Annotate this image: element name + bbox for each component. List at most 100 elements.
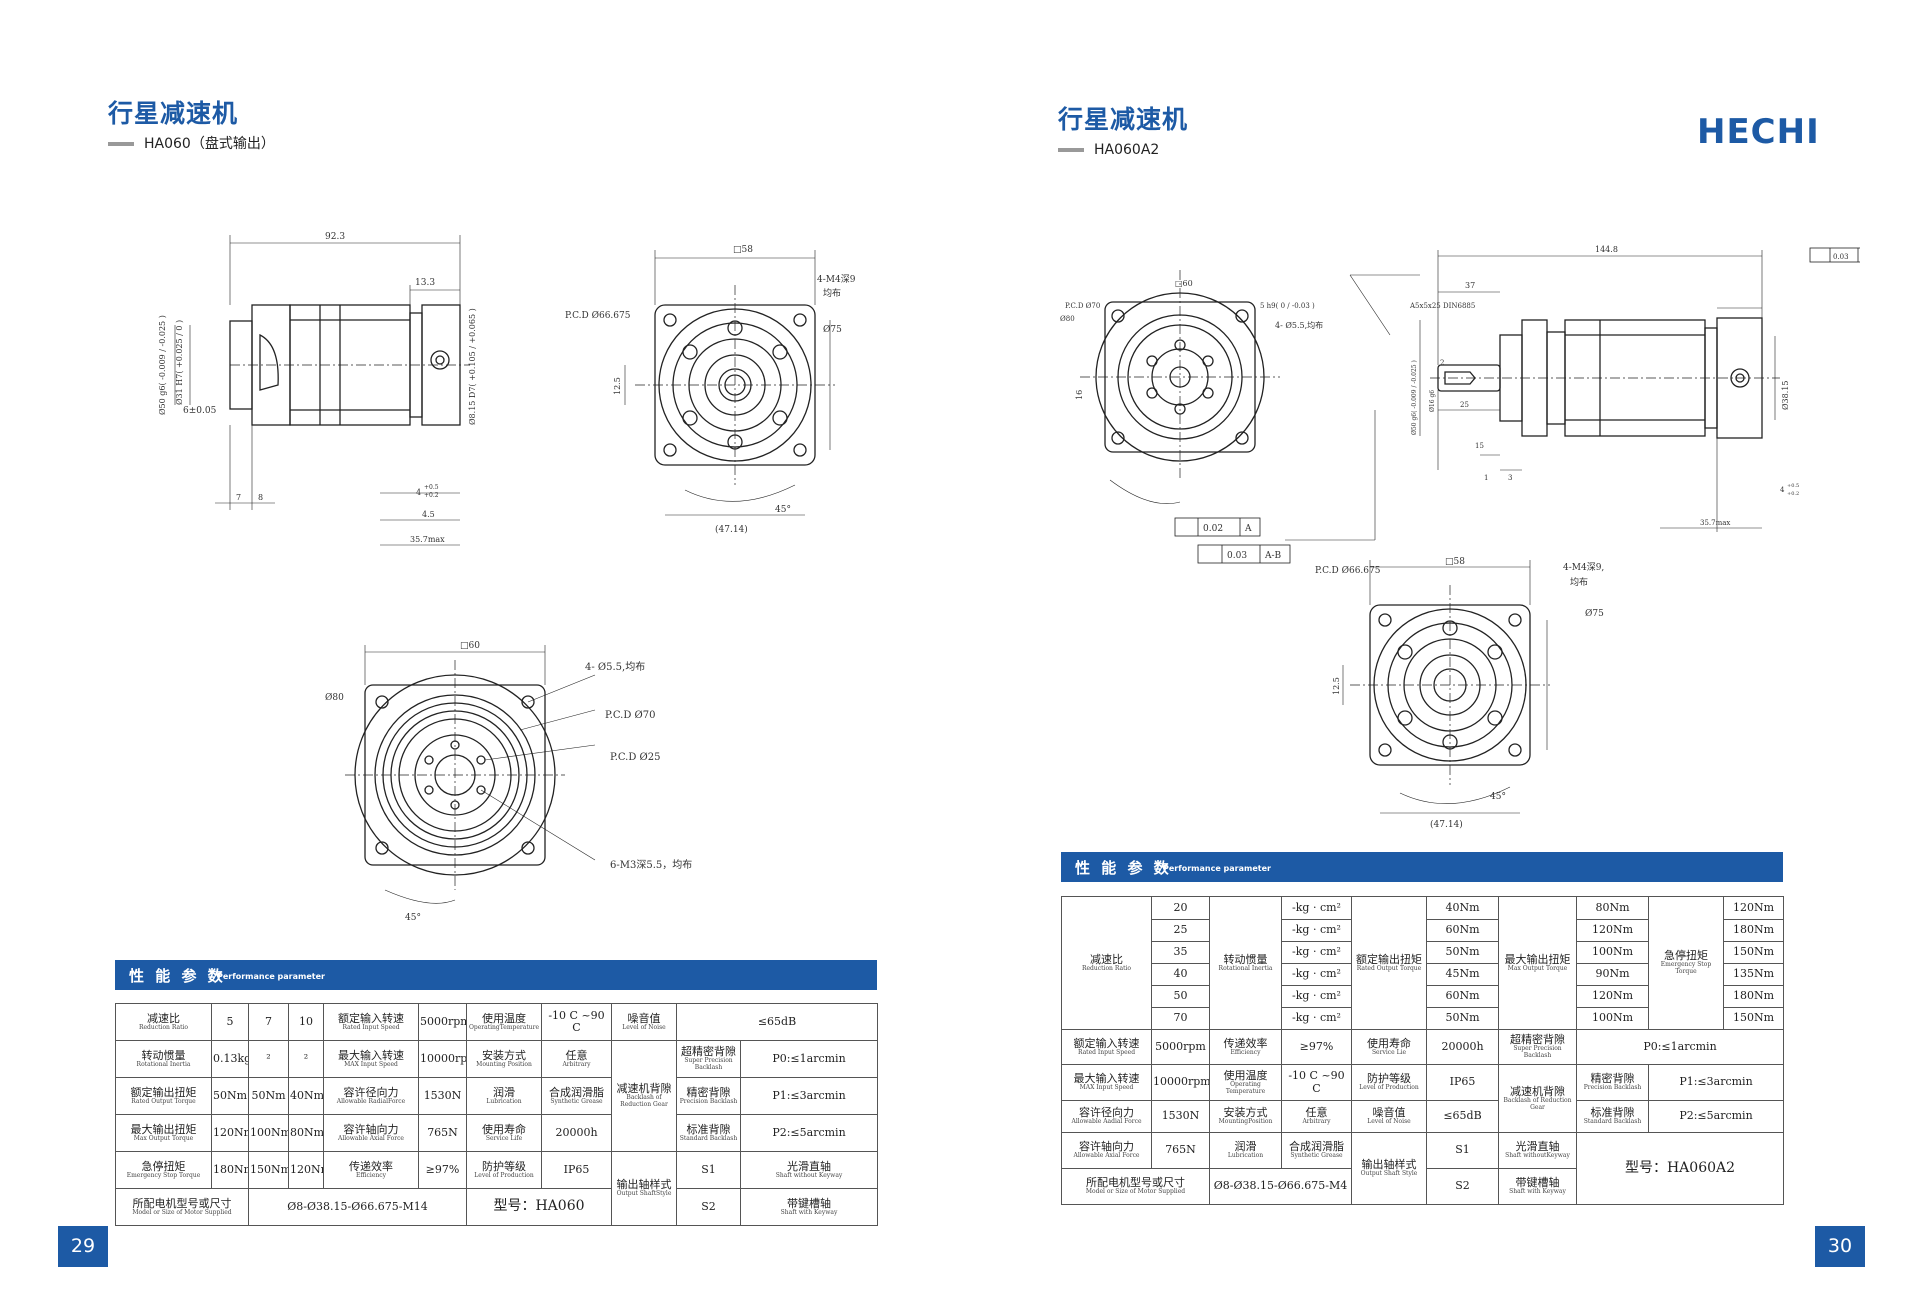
cell-inertia-3: ² (288, 1040, 324, 1078)
right-page-number: 30 (1815, 1226, 1865, 1267)
dim-5h9: 5 h9( 0 / -0.03 ) (1260, 302, 1315, 310)
dim-3: 3 (1508, 474, 1512, 482)
left-subtitle-text: HA060（盘式输出） (144, 136, 275, 152)
dim-pcd66: P.C.D Ø66.675 (565, 310, 631, 321)
tol-datum-ab: A-B (1264, 551, 1282, 561)
cell-axial-val: 765N (418, 1114, 467, 1152)
cell-stop-2: 150Nm (248, 1151, 289, 1189)
cell-stop-1: 180Nm (211, 1151, 249, 1189)
dim-d80: Ø80 (325, 692, 344, 703)
dim-d8-15: Ø8.15 D7( +0.105 / +0.065 ) (468, 308, 477, 425)
cell-max: 100Nm (1576, 1007, 1649, 1030)
perf-title-en: Performance parameter (217, 972, 325, 981)
dim-m4-evenly: 均布 (823, 287, 841, 299)
dim-47-14: (47.14) (715, 524, 748, 535)
dim-4-5: 4.5 (422, 510, 435, 519)
dim-12-5: 12.5 (613, 377, 622, 395)
dim-4: 4 (1780, 486, 1785, 494)
dim-47-14: (47.14) (1430, 819, 1463, 830)
dim-16: 16 (1075, 390, 1084, 400)
tol-datum-a: A (1244, 524, 1252, 534)
right-page-title: 行星减速机 (1058, 105, 1189, 134)
cell-inertia: -kg · cm² (1281, 919, 1352, 942)
cell-max-1: 120Nm (211, 1114, 249, 1152)
cell-prot-val: IP65 (1426, 1064, 1499, 1101)
right-front-view-drawing: □58 4-M4深9, 均布 P.C.D Ø66.675 Ø75 12.5 (4… (1315, 557, 1604, 830)
cell-inertia-2: ² (248, 1040, 289, 1078)
dim-35-7max: 35.7max (410, 535, 445, 544)
cell-noise-val: ≤65dB (676, 1003, 878, 1041)
cell-ratio: 25 (1151, 919, 1210, 942)
dim-sq58: □58 (1445, 557, 1465, 567)
cell-model: 型号：HA060 (466, 1188, 612, 1226)
cell-p0-val: P0:≤1arcmin (1576, 1029, 1784, 1065)
cell-s2: S2 (1426, 1168, 1499, 1205)
cell-inertia-1: 0.13kgcm² (211, 1040, 249, 1078)
dim-d38-15: Ø38.15 (1781, 381, 1790, 410)
dim-tol-down: +0.2 (424, 492, 439, 499)
cell-life-val: 20000h (541, 1114, 612, 1152)
left-performance-header: 性 能 参 数 Performance parameter (115, 960, 877, 990)
cell-axial-val: 765N (1151, 1132, 1210, 1169)
dim-sq60: □60 (460, 641, 480, 651)
dim-6: 6±0.05 (183, 406, 217, 416)
left-page-subtitle: HA060（盘式输出） (108, 133, 275, 153)
dim-6-m3: 6-M3深5.5，均布 (610, 859, 692, 871)
cell-stop: 180Nm (1723, 985, 1784, 1008)
cell-torque-2: 50Nm (248, 1077, 289, 1115)
cell-torque: 60Nm (1426, 919, 1499, 942)
cell-p1-val: P1:≤3arcmin (1648, 1064, 1784, 1101)
dim-7: 7 (236, 493, 241, 502)
dim-sq60: □60 (1175, 279, 1193, 288)
right-page: 行星减速机 HA060A2 HECHI (960, 0, 1920, 1311)
dim-45deg: 45° (775, 505, 791, 515)
cell-inertia: -kg · cm² (1281, 896, 1352, 920)
cell-ratio: 35 (1151, 941, 1210, 964)
cell-torque: 60Nm (1426, 985, 1499, 1008)
cell-s1: S1 (676, 1151, 741, 1189)
left-page: 行星减速机 HA060（盘式输出） (58, 99, 878, 1267)
tol-top-0-03: 0.03 (1833, 253, 1849, 261)
dim-pcd70: P.C.D Ø70 (1065, 302, 1100, 310)
tol-0-03: 0.03 (1227, 551, 1247, 561)
dim-35-7max: 35.7max (1700, 519, 1730, 527)
cell-inertia: -kg · cm² (1281, 985, 1352, 1008)
dim-d16: Ø16 g6 (1429, 390, 1436, 412)
tol-0-02: 0.02 (1203, 524, 1223, 534)
dim-m4: 4-M4深9 (817, 274, 856, 285)
dim-pcd66: P.C.D Ø66.675 (1315, 565, 1381, 576)
dim-8: 8 (258, 493, 263, 502)
dim-pcd25: P.C.D Ø25 (610, 752, 660, 763)
cell-ratio-5: 5 (211, 1003, 249, 1041)
right-subtitle-text: HA060A2 (1094, 142, 1160, 158)
dim-45deg: 45° (1490, 792, 1506, 802)
cell-torque: 40Nm (1426, 896, 1499, 920)
dim-13-3: 13.3 (415, 278, 435, 288)
cell-stop: 135Nm (1723, 963, 1784, 986)
